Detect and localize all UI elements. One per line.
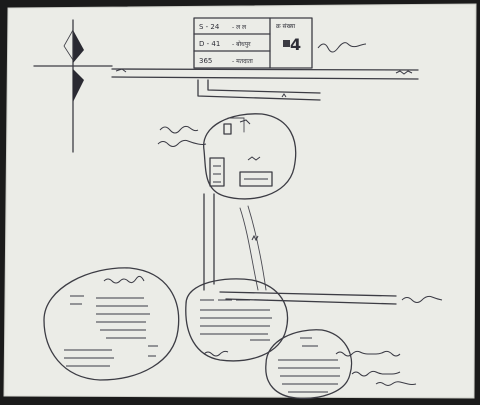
legend-row-1-note: - ल ल [232,24,247,31]
legend-row-3-note: - मतदाता [232,58,253,65]
handwritten-label-school [159,125,199,134]
handwritten-note-2 [351,370,401,377]
north-arrow-icon [33,19,113,153]
settlement-circle-center [185,278,289,362]
lane-upper [227,117,245,133]
handwritten-label-top [317,42,367,53]
handwritten-label-road [401,295,443,303]
legend-side-label: क्र संख्या [276,23,296,30]
handwritten-note-3 [375,381,417,386]
handwritten-label-center [203,350,229,357]
legend-number: 4 [290,35,301,54]
branch-road [197,79,321,101]
legend-row-2-note: - बोधपुर [232,40,251,48]
legend-row-3-value: 365 [199,57,212,65]
settlement-circle-left [43,267,180,381]
house-rows-left [64,295,158,367]
settlement-circle-right [265,329,353,400]
paper-sheet [3,3,477,399]
handwritten-note-1 [335,350,401,357]
legend-box: S - 24 - ल ल D - 41 - बोधपुर 365 - मतदात… [193,17,313,69]
small-structure [223,123,232,135]
handwritten-label-office [157,139,207,147]
legend-row-2-value: D - 41 [199,40,220,48]
legend-row-1-value: S - 24 [199,23,220,31]
settlement-circle-upper [203,113,297,200]
main-road [111,68,419,80]
